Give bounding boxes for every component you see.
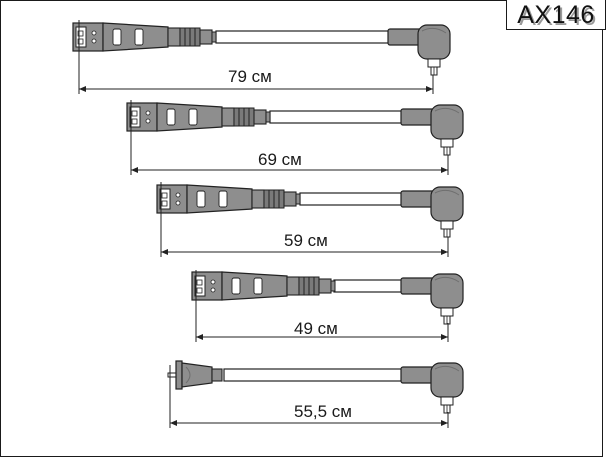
lead-3-plug-boot — [400, 186, 464, 238]
lead-1-plug-boot — [387, 24, 451, 76]
part-number: AX146 — [517, 1, 595, 29]
lead-3-coil-connector — [156, 184, 301, 214]
lead-4-cable — [333, 279, 405, 293]
lead-4-coil-connector — [191, 271, 336, 301]
lead-1-cable — [215, 30, 393, 44]
lead-3-cable — [299, 192, 405, 206]
ignition-lead-5: 55,5 см — [167, 360, 464, 428]
ignition-lead-3: 59 см — [156, 182, 464, 257]
ignition-lead-4: 49 см — [191, 270, 464, 342]
lead-5-plug-boot — [400, 362, 464, 414]
lead-1-coil-connector — [72, 22, 217, 52]
ignition-lead-1: 79 см — [72, 20, 451, 94]
part-number-box: AX146 AX146 — [506, 0, 606, 31]
lead-5-cable — [223, 368, 405, 382]
lead-2-coil-connector — [126, 102, 271, 132]
lead-2-cable — [269, 110, 405, 124]
part-number-shadow: AX146 — [519, 3, 597, 31]
lead-5-coil-connector — [167, 360, 223, 390]
lead-1-length: 79 см — [228, 67, 272, 86]
ignition-lead-2: 69 см — [126, 100, 464, 175]
lead-3-length: 59 см — [284, 231, 328, 250]
lead-2-plug-boot — [400, 104, 464, 156]
lead-4-length: 49 см — [294, 319, 338, 338]
lead-2-length: 69 см — [258, 150, 302, 169]
lead-4-plug-boot — [400, 273, 464, 325]
lead-5-length: 55,5 см — [294, 402, 352, 421]
